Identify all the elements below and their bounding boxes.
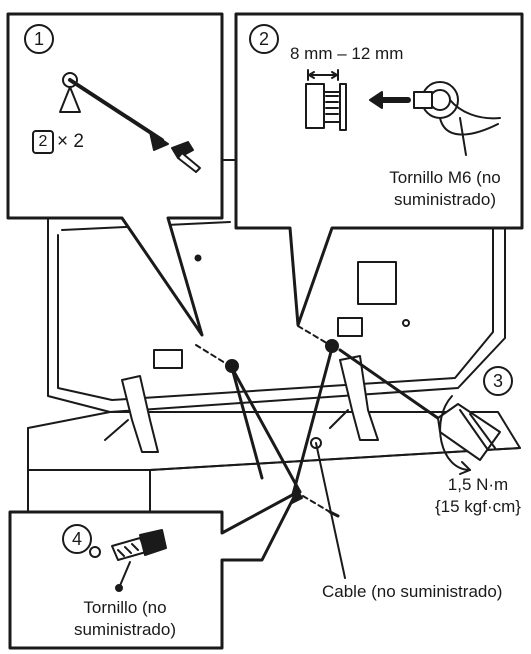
- screw-label-line2: suministrado): [73, 620, 177, 639]
- screwdriver-icon: [338, 348, 501, 475]
- tv-stand: [104, 355, 379, 453]
- step-1-number: 1: [24, 24, 54, 54]
- step-3-number: 3: [483, 366, 513, 396]
- screw-head-right: [325, 339, 339, 353]
- measure-label: 8 mm – 12 mm: [290, 44, 404, 63]
- m6-screw-label-line1: Tornillo M6 (no: [389, 168, 501, 187]
- screw-count: × 2: [57, 131, 84, 153]
- torque-label-line2: {15 kgf·cm}: [435, 497, 521, 516]
- screw-head-left: [225, 359, 239, 373]
- screw-label-line1: Tornillo (no: [83, 598, 167, 617]
- cable: [230, 346, 334, 500]
- cable-callout-line: [315, 442, 346, 579]
- step-4-number: 4: [62, 524, 92, 554]
- cable-label: Cable (no suministrado): [322, 582, 503, 601]
- screw-type-symbol: 2: [32, 130, 54, 154]
- callout-1: [6, 12, 224, 337]
- screw-count-chip: 2× 2: [32, 130, 84, 154]
- m6-screw-label-line2: suministrado): [393, 190, 497, 209]
- torque-label-line1: 1,5 N·m: [447, 475, 509, 494]
- screw-icon: [171, 141, 201, 173]
- step-2-number: 2: [249, 24, 279, 54]
- callout-2: [234, 12, 524, 327]
